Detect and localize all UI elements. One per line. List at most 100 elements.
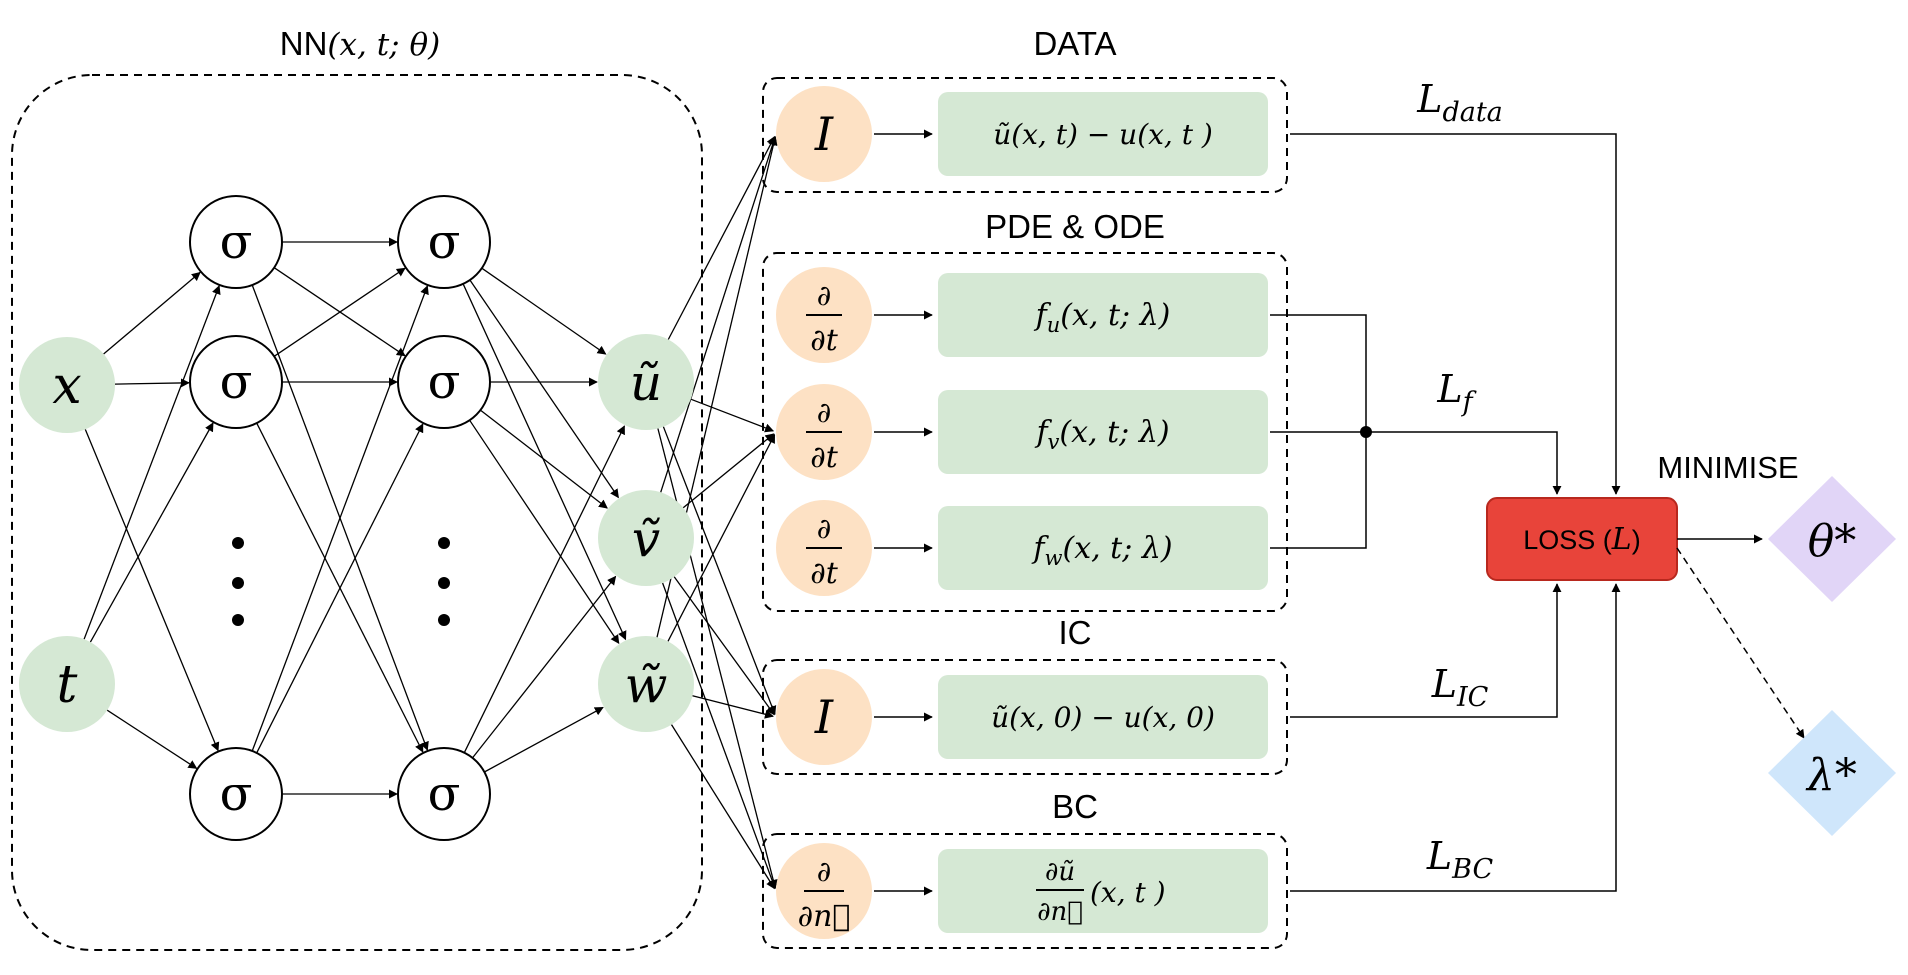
svg-text:∂t: ∂t: [810, 556, 839, 591]
data-group-container: [762, 77, 1288, 193]
network-edge: [469, 279, 619, 499]
svg-text:∂t: ∂t: [810, 440, 839, 475]
ic-residual-box: ũ(x, 0) − u(x, 0): [938, 675, 1268, 759]
bc-group-title: BC: [1052, 788, 1098, 825]
network-edge: [481, 267, 607, 355]
loss-label-f: Lf: [1436, 367, 1476, 418]
output-edges: [656, 135, 778, 890]
svg-text:∂n⃗: ∂n⃗: [1037, 897, 1083, 927]
ic-group-container: [762, 659, 1288, 775]
output-node-w: w̃: [598, 636, 694, 732]
output-to-operator-edge: [682, 433, 775, 509]
time-derivative-operator: ∂ ∂t: [776, 384, 872, 480]
loss-label-data: Ldata: [1416, 77, 1503, 128]
network-edge: [471, 575, 617, 759]
output-to-operator-edge: [670, 724, 775, 890]
network-edge: [256, 423, 424, 754]
bc-group-container: [762, 833, 1288, 949]
pde-row-v: ∂ ∂t fv(x, t; λ): [776, 384, 1268, 480]
svg-text:t: t: [57, 655, 78, 715]
data-group-title: DATA: [1033, 25, 1116, 62]
hidden-node-l2-1: σ: [397, 195, 491, 289]
output-to-operator-edge: [667, 433, 776, 642]
svg-text:∂ũ: ∂ũ: [1045, 857, 1075, 887]
input-node-t: t: [19, 636, 115, 732]
bc-residual-box: ∂ũ ∂n⃗ (x, t ): [938, 849, 1268, 933]
residual-fv-box: fv(x, t; λ): [938, 390, 1268, 474]
network-edge: [84, 429, 220, 752]
output-to-operator-edge: [661, 582, 777, 890]
data-residual-box: ũ(x, t) − u(x, t ): [938, 92, 1268, 176]
network-edge: [83, 285, 221, 640]
nn-title: NN(x, t; θ): [280, 25, 440, 63]
ellipsis-dots-l2: [438, 537, 450, 626]
output-node-u: ũ: [598, 334, 694, 430]
loss-label-ic: LIC: [1431, 662, 1489, 713]
svg-text:I: I: [814, 107, 834, 161]
ic-identity-operator: I: [776, 669, 872, 765]
svg-text:σ: σ: [220, 214, 253, 270]
network-edge: [251, 285, 429, 752]
junction-dot: [1360, 426, 1372, 438]
loss-box: LOSS (L): [1486, 497, 1678, 581]
network-edge: [463, 425, 625, 753]
svg-text:∂n⃗: ∂n⃗: [798, 899, 851, 934]
minimise-label: MINIMISE: [1657, 450, 1798, 485]
output-to-operator-edge: [690, 398, 775, 433]
ellipsis-dots-l1: [232, 537, 244, 626]
output-to-operator-edge: [662, 426, 777, 716]
svg-text:∂: ∂: [817, 396, 831, 429]
network-edge: [114, 378, 190, 388]
svg-text:w̃: w̃: [625, 656, 668, 714]
time-derivative-operator: ∂ ∂t: [776, 500, 872, 596]
svg-text:x: x: [52, 356, 81, 416]
input-node-x: x: [19, 337, 115, 433]
hidden-node-l1-1: σ: [189, 195, 283, 289]
network-edge: [469, 419, 620, 645]
svg-text:ṽ: ṽ: [632, 510, 660, 568]
output-to-operator-edge: [673, 576, 775, 716]
residual-fu-box: fu(x, t; λ): [938, 273, 1268, 357]
network-container: [11, 74, 703, 951]
svg-text:∂t: ∂t: [810, 323, 839, 358]
svg-text:ũ(x, 0) − u(x, 0): ũ(x, 0) − u(x, 0): [991, 701, 1215, 734]
hidden-node-l1-n: σ: [189, 747, 283, 841]
network-edges: [83, 237, 627, 799]
network-edge: [462, 283, 627, 641]
pde-row-w: ∂ ∂t fw(x, t; λ): [776, 500, 1268, 596]
svg-text:λ*: λ*: [1805, 750, 1857, 801]
svg-text:LOSS (L): LOSS (L): [1523, 522, 1640, 557]
hidden-node-l2-n: σ: [397, 747, 491, 841]
network-edge: [273, 267, 406, 357]
output-node-v: ṽ: [598, 490, 694, 586]
output-to-operator-edge: [667, 135, 776, 340]
network-edge: [106, 709, 198, 769]
loss-label-bc: LBC: [1426, 834, 1494, 885]
network-edge: [480, 409, 608, 509]
theta-star-diamond: θ*: [1768, 476, 1896, 602]
svg-text:∂: ∂: [817, 855, 831, 888]
hidden-node-l2-2: σ: [397, 335, 491, 429]
svg-text:σ: σ: [428, 354, 461, 410]
svg-text:∂: ∂: [817, 279, 831, 312]
svg-text:ũ(x, t) − u(x, t ): ũ(x, t) − u(x, t ): [993, 118, 1213, 151]
ic-group-title: IC: [1059, 614, 1092, 651]
svg-text:σ: σ: [220, 354, 253, 410]
arrow-to-lambda: [1676, 547, 1805, 739]
network-edge: [484, 706, 604, 773]
svg-text:I: I: [814, 690, 834, 744]
normal-derivative-operator: ∂ ∂n⃗: [776, 843, 872, 939]
svg-text:σ: σ: [220, 766, 253, 822]
svg-text:∂: ∂: [817, 512, 831, 545]
residual-fw-box: fw(x, t; λ): [938, 506, 1268, 590]
time-derivative-operator: ∂ ∂t: [776, 267, 872, 363]
network-edge: [89, 422, 214, 643]
svg-text:ũ: ũ: [630, 354, 662, 412]
data-identity-operator: I: [776, 86, 872, 182]
output-to-operator-edge: [692, 695, 774, 719]
svg-text:σ: σ: [428, 214, 461, 270]
svg-text:σ: σ: [428, 766, 461, 822]
network-edge: [103, 271, 201, 355]
svg-text:θ*: θ*: [1808, 516, 1857, 567]
